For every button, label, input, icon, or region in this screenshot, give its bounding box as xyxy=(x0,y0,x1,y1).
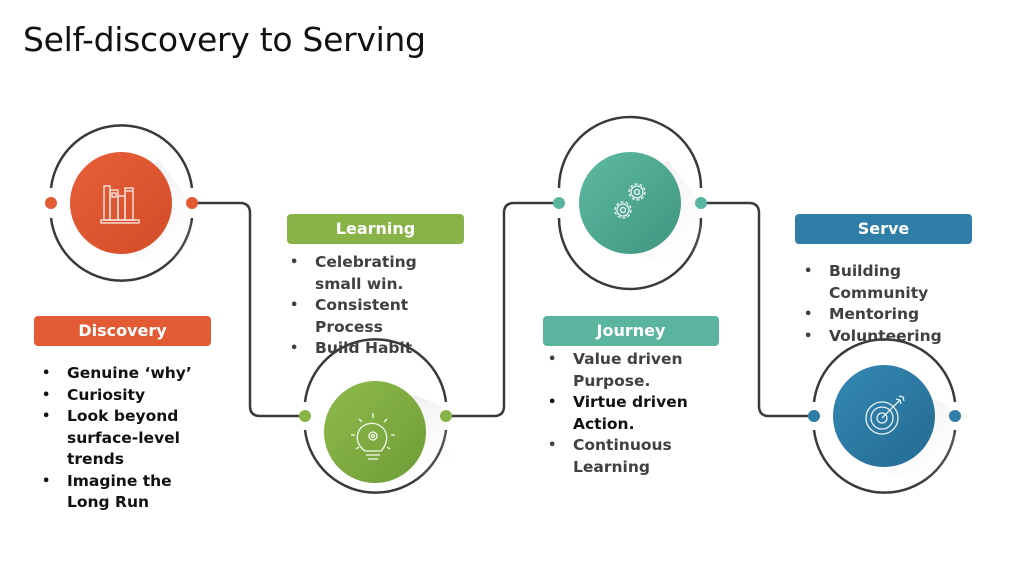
bullet-item: Mentoring xyxy=(802,304,972,326)
bullet-list-serve: Building Community Mentoring Volunteerin… xyxy=(802,261,972,347)
node-dot-right xyxy=(949,410,961,422)
stage-node-serve xyxy=(808,338,961,494)
node-dot-right xyxy=(186,197,198,209)
bullet-item: Celebrating small win. xyxy=(288,252,417,295)
stage-node-discovery xyxy=(45,124,198,282)
bookshelf-icon xyxy=(100,185,140,224)
stage-label-discovery: Discovery xyxy=(34,316,211,346)
node-circle xyxy=(70,152,172,254)
bullet-item: Continuous Learning xyxy=(546,435,688,478)
bullet-list-learning: Celebrating small win. Consistent Proces… xyxy=(288,252,438,360)
stage-node-learning xyxy=(299,338,452,494)
bullet-item: Building Community xyxy=(802,261,939,304)
node-dot-right xyxy=(695,197,707,209)
node-ring xyxy=(49,124,194,189)
node-dot-right xyxy=(440,410,452,422)
bullet-item: Consistent Process xyxy=(288,295,415,338)
stage-label-serve: Serve xyxy=(795,214,972,244)
bullet-item: Look beyond surface-level trends xyxy=(40,406,187,471)
connector-journey-serve xyxy=(701,201,814,418)
bullet-item: Curiosity xyxy=(40,385,230,407)
node-dot-left xyxy=(299,410,311,422)
node-ring xyxy=(557,115,703,189)
stage-label-learning: Learning xyxy=(287,214,464,244)
bullet-list-discovery: Genuine ‘why’ Curiosity Look beyond surf… xyxy=(40,363,230,514)
stage-node-journey xyxy=(553,115,707,291)
node-dot-left xyxy=(808,410,820,422)
bullet-item: Genuine ‘why’ xyxy=(40,363,230,385)
bullet-item: Imagine the Long Run xyxy=(40,471,187,514)
page-title: Self-discovery to Serving xyxy=(23,20,426,59)
node-dot-left xyxy=(45,197,57,209)
target-icon xyxy=(865,395,905,435)
bullet-item: Build Habit xyxy=(288,338,438,360)
stage-label-journey: Journey xyxy=(543,316,719,346)
lightbulb-gear-icon xyxy=(351,413,395,460)
bullet-item: Virtue driven Action. xyxy=(546,392,688,435)
gears-icon xyxy=(614,183,646,219)
connector-discovery-learning xyxy=(192,201,305,418)
node-circle xyxy=(579,152,681,254)
connector-learning-journey xyxy=(446,201,559,418)
node-dot-left xyxy=(553,197,565,209)
bullet-item: Volunteering xyxy=(802,326,972,348)
bullet-item: Value driven Purpose. xyxy=(546,349,688,392)
bullet-list-journey: Value driven Purpose. Virtue driven Acti… xyxy=(546,349,716,478)
